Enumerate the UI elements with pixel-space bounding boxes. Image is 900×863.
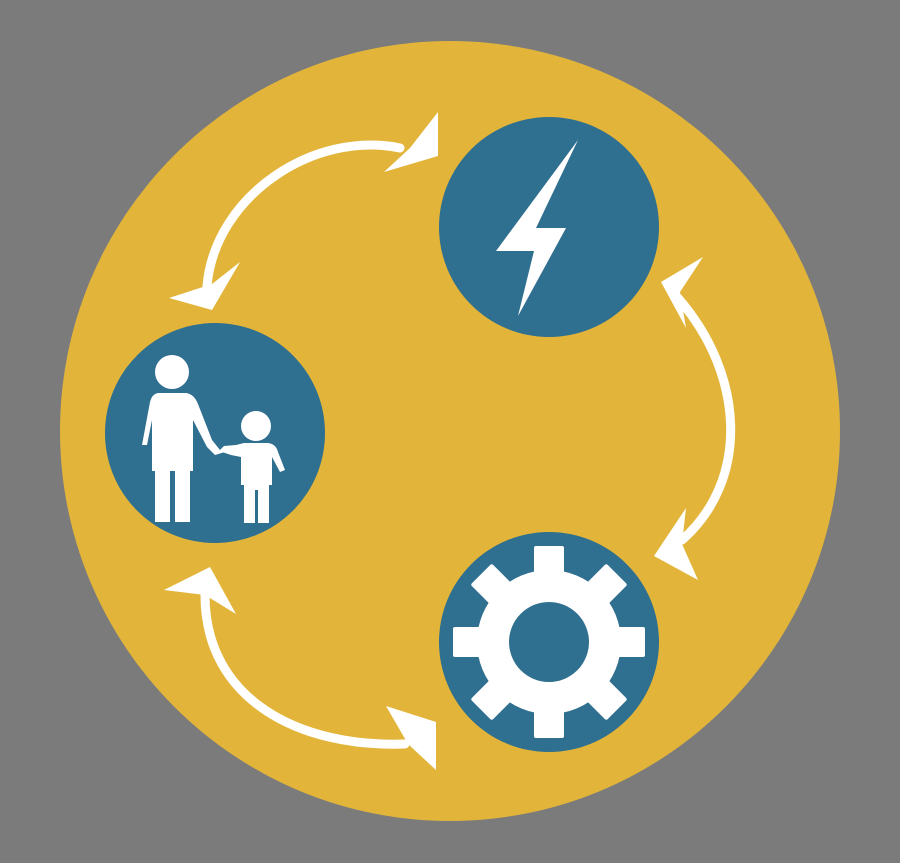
gear-hole [509,602,589,682]
gear-tooth [471,564,515,608]
lightning-bolt-icon [496,140,578,316]
arrow-energy-system [673,293,736,545]
arrowhead-to-system [654,508,698,580]
arrowhead-to-system-lower [386,706,436,770]
arrow-system-family [200,590,410,749]
node-energy [439,117,659,337]
node-system [439,532,659,752]
gear-tooth [453,627,487,657]
arrowhead-to-family-lower [164,567,236,614]
node-energy-circle [439,117,659,337]
gear-tooth [583,564,627,608]
arrowhead-to-energy [384,112,438,172]
arrowhead-to-family [169,262,240,310]
arrowhead-to-energy-right [661,257,703,328]
gear-tooth [583,676,627,720]
gear-tooth [534,546,564,580]
node-family-circle [105,323,325,543]
gear-icon [453,546,645,738]
node-family [105,323,325,543]
gear-tooth [534,704,564,738]
gear-tooth [471,676,515,720]
parent-and-child-icon [142,355,285,523]
arrow-family-energy [202,140,405,291]
gear-tooth [611,627,645,657]
